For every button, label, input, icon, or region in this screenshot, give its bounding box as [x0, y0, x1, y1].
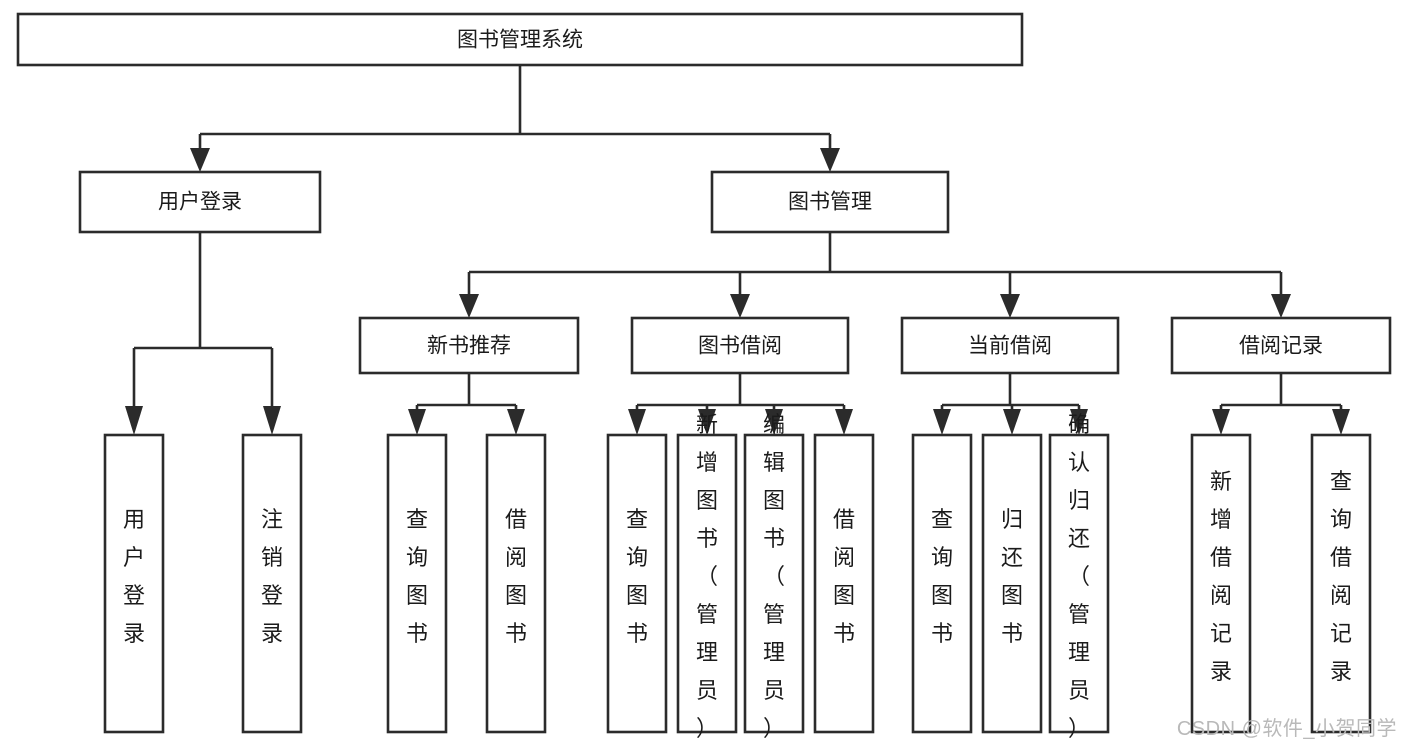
node-leaf-query-book-2-label: 查询图书: [626, 507, 648, 646]
node-leaf-borrow-book-1-box[interactable]: [485, 433, 547, 734]
node-book-manage-label: 图书管理: [788, 191, 872, 214]
node-new-book-recommend[interactable]: 新书推荐: [358, 316, 580, 375]
node-root-label: 图书管理系统: [457, 29, 583, 52]
node-leaf-user-login[interactable]: 用户登录: [103, 433, 165, 734]
arrowhead-book-borrow: [730, 294, 750, 318]
node-book-borrow-label: 图书借阅: [698, 335, 782, 358]
arrowhead-leaf-query-record: [1332, 409, 1350, 435]
arrowhead-leaf-borrow-book-2: [835, 409, 853, 435]
node-current-borrow-box[interactable]: [900, 316, 1120, 375]
node-leaf-logout[interactable]: 注销登录: [241, 433, 303, 734]
arrowhead-leaf-query-book-1: [408, 409, 426, 435]
node-leaf-return-book-box[interactable]: [981, 433, 1043, 734]
node-book-borrow[interactable]: 图书借阅: [630, 316, 850, 375]
node-leaf-add-book-box[interactable]: [676, 433, 738, 734]
node-current-borrow[interactable]: 当前借阅: [900, 316, 1120, 375]
node-new-book-recommend-box[interactable]: [358, 316, 580, 375]
node-leaf-query-record-label: 查询借阅记录: [1330, 469, 1352, 684]
arrowhead-leaf-add-record: [1212, 409, 1230, 435]
arrowhead-leaf-confirm-return: [1070, 409, 1088, 435]
node-leaf-borrow-book-2-box[interactable]: [813, 433, 875, 734]
arrowhead-leaf-user-login: [125, 406, 143, 435]
node-new-book-recommend-label: 新书推荐: [427, 335, 511, 358]
node-leaf-query-record[interactable]: 查询借阅记录: [1310, 433, 1372, 734]
node-leaf-query-book-3-box[interactable]: [911, 433, 973, 734]
node-leaf-add-book-label: 新增图书（管理员）: [696, 412, 718, 741]
arrowhead-leaf-query-book-3: [933, 409, 951, 435]
node-book-manage-box[interactable]: [710, 170, 950, 234]
node-book-borrow-box[interactable]: [630, 316, 850, 375]
node-leaf-confirm-return[interactable]: 确认归还（管理员）: [1048, 412, 1110, 741]
node-leaf-logout-label: 注销登录: [261, 507, 283, 646]
node-leaf-add-book[interactable]: 新增图书（管理员）: [676, 412, 738, 741]
node-leaf-borrow-book-2[interactable]: 借阅图书: [813, 433, 875, 734]
arrowhead-book-manage: [820, 148, 840, 172]
node-leaf-borrow-book-1-label: 借阅图书: [505, 507, 527, 646]
node-root[interactable]: 图书管理系统: [16, 12, 1024, 67]
arrowhead-leaf-return-book: [1003, 409, 1021, 435]
node-leaf-user-login-box[interactable]: [103, 433, 165, 734]
arrowhead-leaf-query-book-2: [628, 409, 646, 435]
node-leaf-edit-book-box[interactable]: [743, 433, 805, 734]
node-borrow-record[interactable]: 借阅记录: [1170, 316, 1392, 375]
node-borrow-record-label: 借阅记录: [1239, 335, 1323, 358]
node-root-box[interactable]: [16, 12, 1024, 67]
node-book-manage[interactable]: 图书管理: [710, 170, 950, 234]
node-leaf-query-book-1-label: 查询图书: [406, 507, 428, 646]
node-leaf-user-login-label: 用户登录: [123, 507, 145, 646]
arrowhead-leaf-edit-book: [765, 409, 783, 435]
node-leaf-query-book-1[interactable]: 查询图书: [386, 433, 448, 734]
arrowhead-new-book-recommend: [459, 294, 479, 318]
node-user-login[interactable]: 用户登录: [78, 170, 322, 234]
arrowhead-user-login: [190, 148, 210, 172]
node-current-borrow-label: 当前借阅: [968, 335, 1052, 358]
node-leaf-query-book-1-box[interactable]: [386, 433, 448, 734]
node-leaf-confirm-return-box[interactable]: [1048, 433, 1110, 734]
node-leaf-query-book-2[interactable]: 查询图书: [606, 433, 668, 734]
node-leaf-query-book-3[interactable]: 查询图书: [911, 433, 973, 734]
arrowhead-leaf-add-book: [698, 409, 716, 435]
arrowhead-current-borrow: [1000, 294, 1020, 318]
node-user-login-box[interactable]: [78, 170, 322, 234]
node-leaf-add-record-label: 新增借阅记录: [1210, 469, 1232, 684]
node-leaf-confirm-return-label: 确认归还（管理员）: [1068, 412, 1090, 741]
node-leaf-return-book-label: 归还图书: [1001, 507, 1023, 646]
node-leaf-borrow-book-1[interactable]: 借阅图书: [485, 433, 547, 734]
connector-layer: [125, 65, 1350, 435]
node-leaf-edit-book[interactable]: 编辑图书（管理员）: [743, 412, 805, 741]
node-leaf-edit-book-label: 编辑图书（管理员）: [763, 412, 785, 741]
node-leaf-add-record-box[interactable]: [1190, 433, 1252, 734]
node-leaf-return-book[interactable]: 归还图书: [981, 433, 1043, 734]
node-leaf-query-book-2-box[interactable]: [606, 433, 668, 734]
node-leaf-query-record-box[interactable]: [1310, 433, 1372, 734]
node-user-login-label: 用户登录: [158, 191, 242, 214]
leaf-node-layer: 用户登录 注销登录 查询图书 借阅图书 查询图书 新增图书（管理员） 编辑图书（…: [103, 412, 1372, 741]
node-borrow-record-box[interactable]: [1170, 316, 1392, 375]
node-leaf-query-book-3-label: 查询图书: [931, 507, 953, 646]
node-leaf-borrow-book-2-label: 借阅图书: [833, 507, 855, 646]
arrowhead-leaf-logout: [263, 406, 281, 435]
arrowhead-leaf-borrow-book-1: [507, 409, 525, 435]
node-leaf-logout-box[interactable]: [241, 433, 303, 734]
arrowhead-borrow-record: [1271, 294, 1291, 318]
node-leaf-add-record[interactable]: 新增借阅记录: [1190, 433, 1252, 734]
